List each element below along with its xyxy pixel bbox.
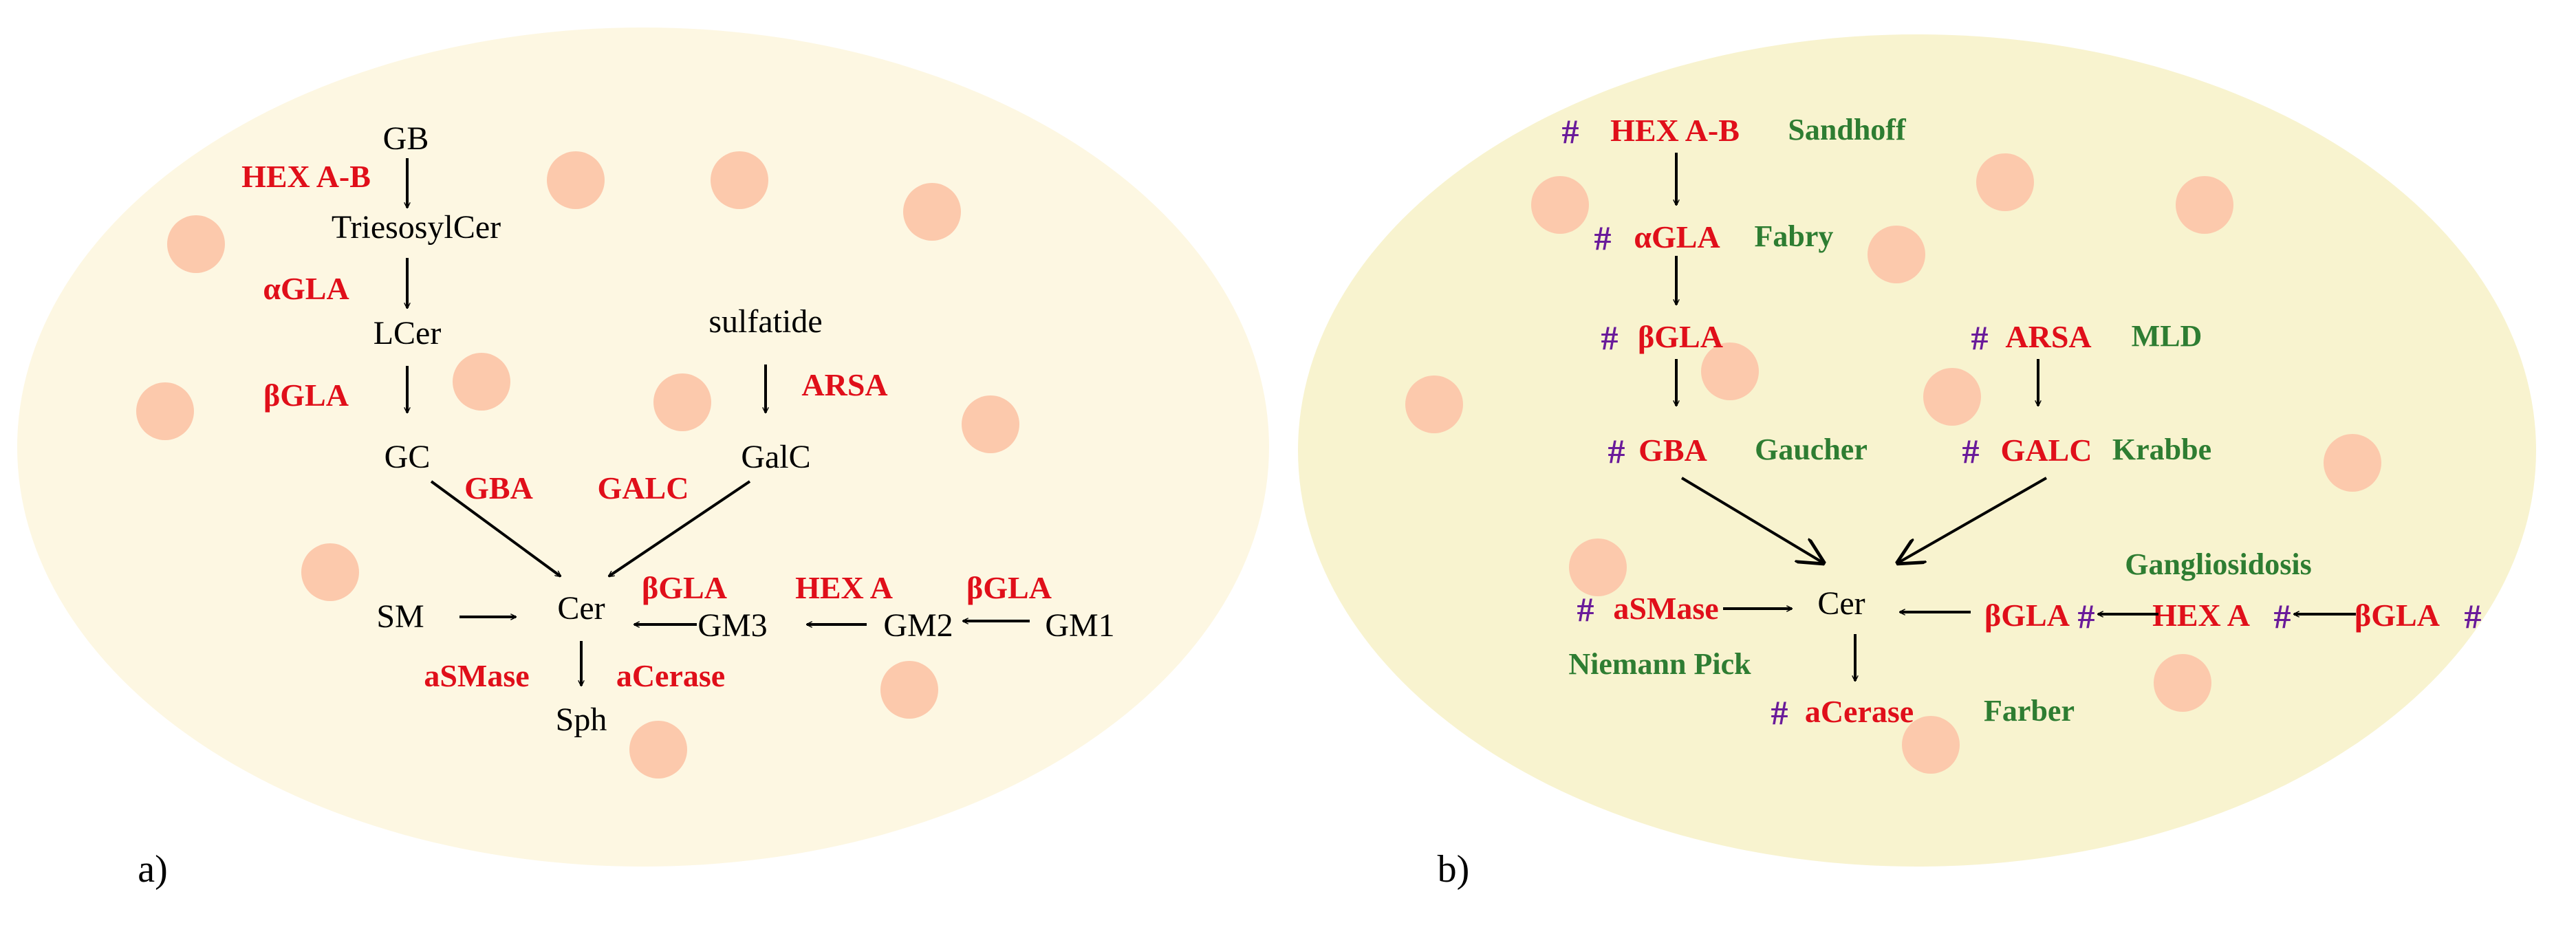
enzyme-bgla-3: βGLA (2355, 598, 2440, 633)
enzyme-hexa: HEX A (2152, 598, 2250, 633)
panel-label-a: a) (138, 848, 168, 891)
vesicle (1923, 368, 1981, 426)
vesicle (1405, 376, 1463, 433)
enzyme-acerase: aCerase (1805, 694, 1914, 729)
vesicle (629, 721, 687, 779)
enzyme-asmase: aSMase (1613, 591, 1718, 626)
vesicle (1701, 342, 1759, 400)
metabolite-sm: SM (376, 598, 424, 635)
enzyme-bgla-3: βGLA (966, 570, 1052, 605)
vesicle (301, 543, 359, 601)
marker-hash: # (1608, 432, 1625, 470)
metabolite-sulfatide: sulfatide (708, 303, 822, 340)
marker-hash: # (2078, 597, 2095, 635)
vesicle (453, 353, 510, 411)
marker-hash: # (1562, 112, 1579, 151)
metabolite-gb: GB (383, 120, 429, 157)
disease-farber: Farber (1984, 694, 2075, 728)
cell-a (17, 28, 1269, 867)
metabolite-gm2: GM2 (883, 607, 953, 644)
enzyme-acerase: aCerase (616, 658, 725, 693)
marker-hash: # (1601, 318, 1619, 357)
enzyme-galc: GALC (2001, 433, 2092, 468)
enzyme-hexa: HEX A (795, 570, 893, 605)
enzyme-galc: GALC (598, 470, 689, 505)
metabolite-galc: GalC (741, 439, 810, 475)
metabolite-gm1: GM1 (1045, 607, 1114, 644)
metabolite-cer: Cer (557, 590, 605, 627)
marker-hash: # (2274, 597, 2291, 635)
marker-hash: # (1594, 219, 1612, 257)
metabolite-cer: Cer (1817, 585, 1865, 622)
enzyme-bgla-1: βGLA (1638, 319, 1723, 354)
vesicle (2154, 654, 2211, 712)
vesicle (1868, 226, 1925, 283)
vesicle (903, 183, 961, 241)
vesicle (711, 151, 768, 209)
vesicle (1531, 176, 1589, 234)
enzyme-gba: GBA (464, 470, 533, 505)
vesicle (962, 395, 1019, 453)
vesicle (1569, 538, 1627, 596)
panel-label-b: b) (1438, 848, 1470, 891)
marker-hash: # (1577, 590, 1594, 629)
arrow (1680, 477, 1823, 563)
disease-niemann-pick: Niemann Pick (1568, 647, 1751, 681)
vesicle (1902, 716, 1960, 774)
enzyme-bgla-2: βGLA (642, 570, 727, 605)
vesicle (653, 373, 711, 431)
enzyme-bgla-2: βGLA (1984, 598, 2070, 633)
enzyme-gba: GBA (1638, 433, 1707, 468)
vesicle (2324, 434, 2381, 492)
vesicle (547, 151, 605, 209)
enzyme-hexab: HEX A-B (241, 159, 371, 194)
enzyme-bgla-1: βGLA (263, 378, 349, 413)
marker-hash: # (1971, 318, 1989, 357)
vesicles-b (1405, 153, 2381, 774)
metabolite-triesosylcer: TriesosylCer (332, 209, 501, 246)
panel-b: # HEX A-B Sandhoff # αGLA Fabry # βGLA #… (1298, 34, 2536, 891)
vesicles-a (136, 151, 1019, 779)
panel-a: GB TriesosylCer LCer GC sulfatide GalC S… (17, 28, 1269, 891)
vesicle (2176, 176, 2233, 234)
enzyme-asmase: aSMase (424, 658, 529, 693)
vesicle (167, 215, 225, 273)
cell-b (1298, 34, 2536, 867)
disease-krabbe: Krabbe (2112, 433, 2211, 466)
marker-hash: # (1962, 432, 1980, 470)
marker-hash: # (2465, 597, 2482, 635)
enzyme-agla: αGLA (1634, 219, 1720, 254)
arrow (609, 480, 751, 578)
metabolite-lcer: LCer (374, 315, 442, 351)
disease-gangliosidosis: Gangliosidosis (2125, 547, 2311, 581)
metabolite-gm3: GM3 (697, 607, 767, 644)
enzyme-arsa: ARSA (801, 367, 887, 402)
arrow (1898, 477, 2047, 563)
disease-fabry: Fabry (1755, 219, 1834, 253)
vesicle (1976, 153, 2034, 211)
marker-hash: # (1771, 693, 1788, 732)
disease-mld: MLD (2132, 319, 2202, 353)
arrow (430, 480, 561, 578)
metabolite-gc: GC (385, 439, 431, 475)
enzyme-arsa: ARSA (2005, 319, 2091, 354)
disease-sandhoff: Sandhoff (1788, 113, 1907, 146)
disease-gaucher: Gaucher (1755, 433, 1868, 466)
metabolite-sph: Sph (556, 701, 607, 738)
vesicle (880, 661, 938, 719)
enzyme-agla: αGLA (263, 271, 349, 306)
enzyme-hexab: HEX A-B (1610, 113, 1740, 148)
vesicle (136, 382, 194, 440)
